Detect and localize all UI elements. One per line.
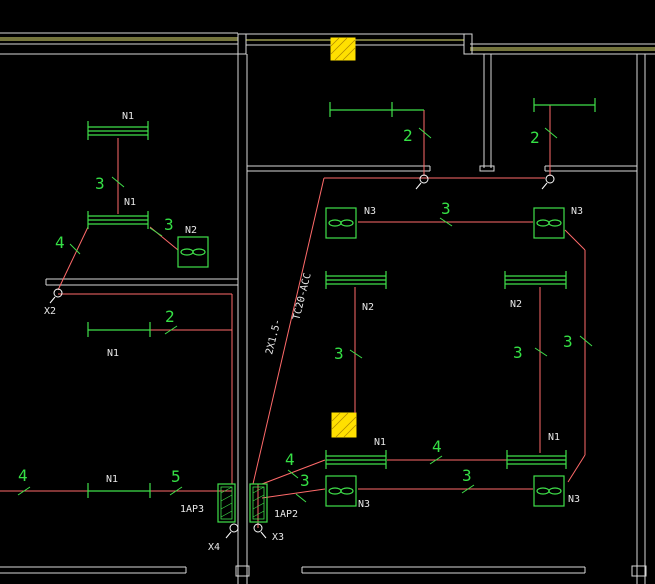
label-n1-top: N1 bbox=[122, 111, 134, 122]
label-n1-center-bottom-right: N1 bbox=[548, 432, 560, 443]
label-panel-1ap3: 1AP3 bbox=[180, 504, 204, 515]
fixture-n2-center-right bbox=[504, 271, 567, 289]
count-left-room: 2 bbox=[165, 307, 175, 326]
horizontal-wall-center-top bbox=[247, 165, 637, 172]
fixture-top-right bbox=[533, 98, 596, 112]
count-left-vertical: 3 bbox=[95, 174, 105, 193]
label-n2-center-right: N2 bbox=[510, 299, 522, 310]
count-center-right-vertical: 3 bbox=[513, 343, 523, 362]
panel-1ap3 bbox=[217, 483, 236, 523]
count-panel-upper: 4 bbox=[285, 450, 295, 469]
fixture-n1-left-room bbox=[87, 322, 151, 337]
label-n1-left-room: N1 bbox=[107, 348, 119, 359]
yellow-box-top bbox=[330, 37, 356, 61]
count-left-upper: 3 bbox=[164, 215, 174, 234]
count-top-center: 2 bbox=[403, 126, 413, 145]
label-junction-x4: X4 bbox=[208, 542, 220, 553]
fixture-n1-mid bbox=[87, 211, 149, 229]
bottom-walls bbox=[0, 566, 586, 574]
yellow-box-center bbox=[331, 412, 357, 438]
label-n2-center-left: N2 bbox=[362, 302, 374, 313]
cable-spec: 2X1.5- TC20-ACC bbox=[264, 272, 313, 356]
count-top-right: 2 bbox=[530, 128, 540, 147]
label-n3-fan-bottom-left: N3 bbox=[358, 499, 370, 510]
vertical-wall-far-right bbox=[631, 54, 647, 584]
label-panel-1ap2: 1AP2 bbox=[274, 509, 298, 520]
fan-n3-bottom-left bbox=[325, 475, 357, 507]
fixture-n1-center-bottom-left bbox=[325, 450, 387, 469]
count-panel-lower: 3 bbox=[300, 471, 310, 490]
fixture-top-center bbox=[329, 102, 424, 117]
label-junction-x3: X3 bbox=[272, 532, 284, 543]
count-center-bottom: 4 bbox=[432, 437, 442, 456]
panel-1ap2 bbox=[249, 483, 268, 523]
fixture-n1-center-bottom-right bbox=[506, 450, 567, 469]
walls bbox=[0, 32, 655, 584]
fan-n3-bottom-right bbox=[533, 475, 565, 507]
label-n3-fan-top-right: N3 bbox=[571, 206, 583, 217]
label-n1-center-bottom-left: N1 bbox=[374, 437, 386, 448]
vertical-wall-right-upper bbox=[479, 54, 495, 172]
label-n3-fan-bottom-right: N3 bbox=[568, 494, 580, 505]
fan-n3-top-left bbox=[325, 207, 357, 239]
label-n2-fan-left: N2 bbox=[185, 225, 197, 236]
fixture-n1-top bbox=[87, 121, 149, 140]
count-bottom-horizontal: 3 bbox=[462, 466, 472, 485]
label-n3-fan-top: N3 bbox=[364, 206, 376, 217]
count-center-left-vertical: 3 bbox=[334, 344, 344, 363]
top-exterior-wall bbox=[0, 32, 655, 55]
count-left-diag: 4 bbox=[55, 233, 65, 252]
vertical-wall-center-left bbox=[235, 54, 250, 584]
cable-spec-line2: TC20-ACC bbox=[291, 272, 313, 321]
fixture-n1-bottom-left bbox=[87, 483, 151, 498]
count-upper-horizontal: 3 bbox=[441, 199, 451, 218]
count-bottom-left-far: 4 bbox=[18, 466, 28, 485]
cable-spec-line1: 2X1.5- bbox=[264, 318, 283, 356]
label-n1-bottom-left: N1 bbox=[106, 474, 118, 485]
fan-n2-left bbox=[177, 236, 209, 268]
label-n1-mid: N1 bbox=[124, 197, 136, 208]
conduit-ticks bbox=[17, 127, 593, 503]
count-right-diag: 3 bbox=[563, 332, 573, 351]
fan-n3-top-right bbox=[533, 207, 565, 239]
count-bottom-left-near: 5 bbox=[171, 467, 181, 486]
labels: N1 N1 N2 N3 N3 N2 N2 N1 N1 N1 N1 N3 N3 1… bbox=[18, 111, 583, 553]
junction-circles bbox=[49, 174, 555, 539]
fixture-n2-center-left bbox=[325, 271, 387, 289]
label-junction-x2: X2 bbox=[44, 306, 56, 317]
horizontal-wall-left-room bbox=[45, 278, 238, 286]
